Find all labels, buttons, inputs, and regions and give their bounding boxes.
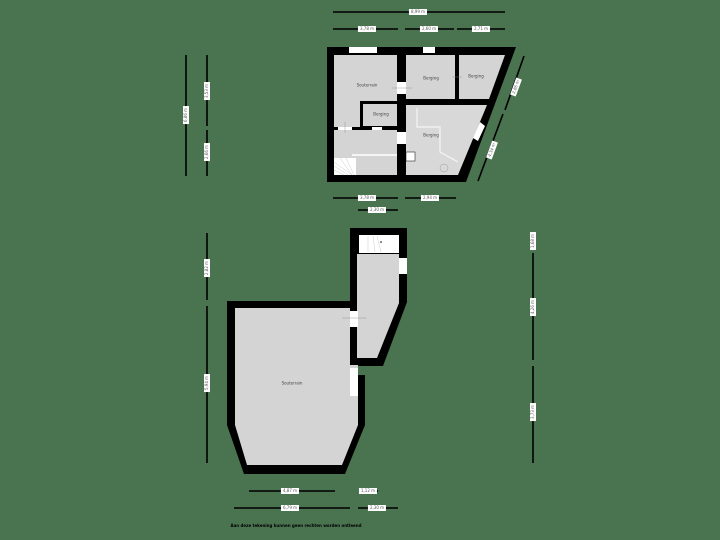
- dim-lower-right-1: 1,68 m: [530, 231, 536, 251]
- dim-top-1: 3,78 m: [357, 26, 377, 32]
- dim-lower-right-3: 3,73 m: [530, 402, 536, 422]
- window-top-1: [349, 47, 377, 53]
- room-hall-lower: [357, 254, 399, 358]
- dim-top-3: 2,71 m: [471, 26, 491, 32]
- dim-top-2: 2,60 m: [419, 26, 439, 32]
- upper-room-label-berging-2: Berging: [468, 73, 484, 79]
- meter-box-icon: [405, 151, 416, 162]
- stairs-upper-icon: [333, 157, 356, 176]
- dim-upper-bottom-1: 3,78 m: [357, 195, 377, 201]
- dim-upper-left-2: 2,66 m: [204, 142, 210, 162]
- dim-upper-bottom-2: 2,94 m: [420, 195, 440, 201]
- dim-lower-bottom-2: 1,12 m: [358, 488, 378, 494]
- room-berging-large: [406, 105, 487, 175]
- dim-lower-left-1: 2,82 m: [204, 258, 210, 278]
- room-souterrain-upper: [334, 55, 397, 127]
- disclaimer-text: Aan deze tekening kunnen geen rechten wo…: [230, 523, 362, 528]
- lower-floor-plan: [227, 228, 407, 474]
- room-berging-2: [459, 55, 505, 99]
- dim-lower-bottom-4: 2,30 m: [367, 505, 387, 511]
- dim-upper-left-1: 3,53 m: [204, 81, 210, 101]
- dim-lower-right-2: 4,26 m: [530, 297, 536, 317]
- dim-upper-bottom-3: 2,30 m: [367, 207, 387, 213]
- room-berging-small: [363, 104, 397, 126]
- dim-upper-left-total: 6,86 m: [183, 105, 189, 125]
- dim-lower-bottom-1: 4,87 m: [280, 488, 300, 494]
- dim-top-total: 8,99 m: [408, 9, 428, 15]
- boiler-icon: [439, 163, 449, 173]
- dim-lower-left-2: 5,94 m: [204, 373, 210, 393]
- room-souterrain-lower: [235, 308, 358, 465]
- dim-lower-bottom-3: 6,79 m: [280, 505, 300, 511]
- hall-divider: [352, 154, 397, 156]
- window-slanted: [473, 122, 485, 141]
- window-lower-right: [399, 258, 407, 274]
- partition-line: [416, 108, 459, 163]
- lower-room-label-souterrain: Souterrain: [281, 380, 303, 386]
- upper-room-label-berging-1: Berging: [423, 75, 439, 81]
- door-vertical-2: [397, 132, 406, 144]
- upper-room-label-berging-4: Berging: [423, 132, 439, 138]
- door-lower-mid: [350, 311, 358, 327]
- window-mid: [372, 127, 382, 130]
- window-top-2: [423, 47, 435, 53]
- upper-room-label-berging-3: Berging: [373, 111, 389, 117]
- window-lower-souterrain: [350, 368, 358, 396]
- upper-room-label-souterrain: Souterrain: [356, 82, 378, 88]
- upper-floor-plan: [327, 47, 516, 182]
- stairs-lower-icon: [359, 235, 399, 253]
- room-berging-1: [406, 55, 455, 99]
